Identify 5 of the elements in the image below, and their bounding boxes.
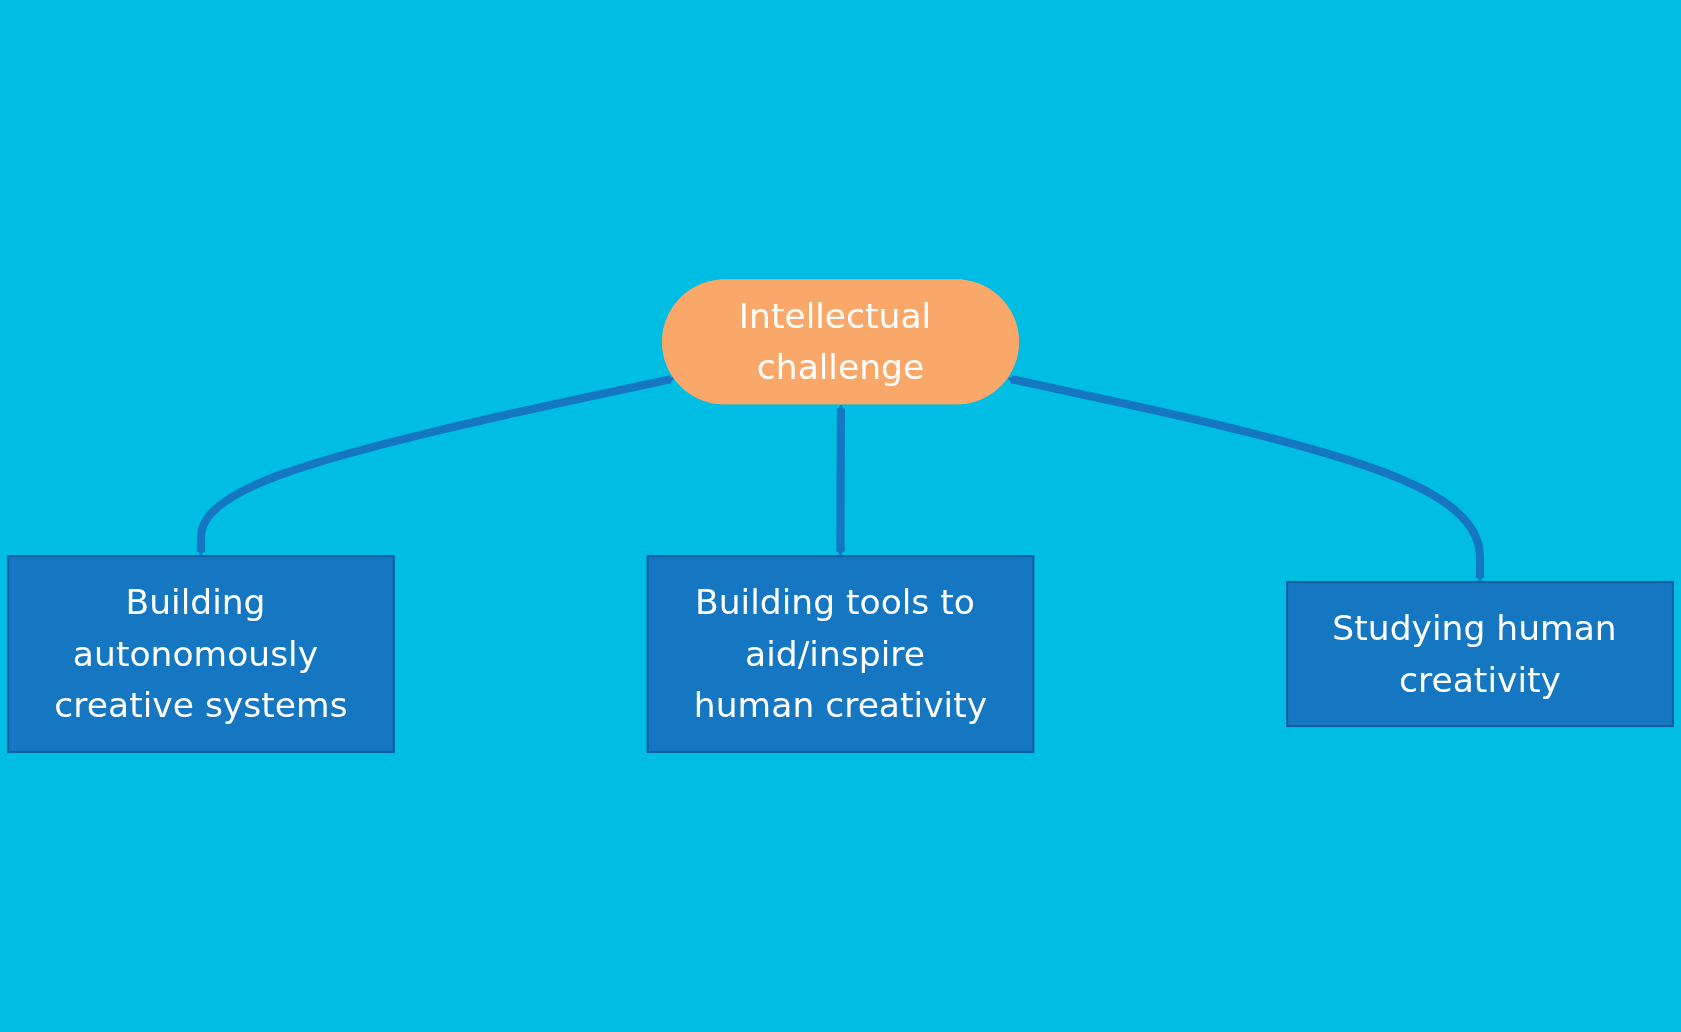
arrow — [196, 375, 675, 557]
node-box: Building autonomously creative systems — [7, 555, 395, 754]
node-box: Building tools to aid/inspire human creativity — [646, 555, 1035, 754]
node-box: Studying human creativity — [1286, 580, 1674, 728]
arrow — [836, 404, 846, 557]
